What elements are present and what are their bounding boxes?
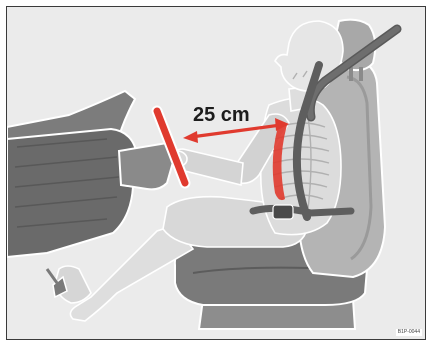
seating-position-illustration: 25 cm: [7, 7, 424, 338]
distance-label: 25 cm: [193, 104, 250, 126]
dashboard-body: [7, 129, 135, 257]
image-reference-code: B1P-0044: [396, 329, 422, 336]
illustration-frame: 25 cm B1P-0044: [6, 6, 426, 340]
